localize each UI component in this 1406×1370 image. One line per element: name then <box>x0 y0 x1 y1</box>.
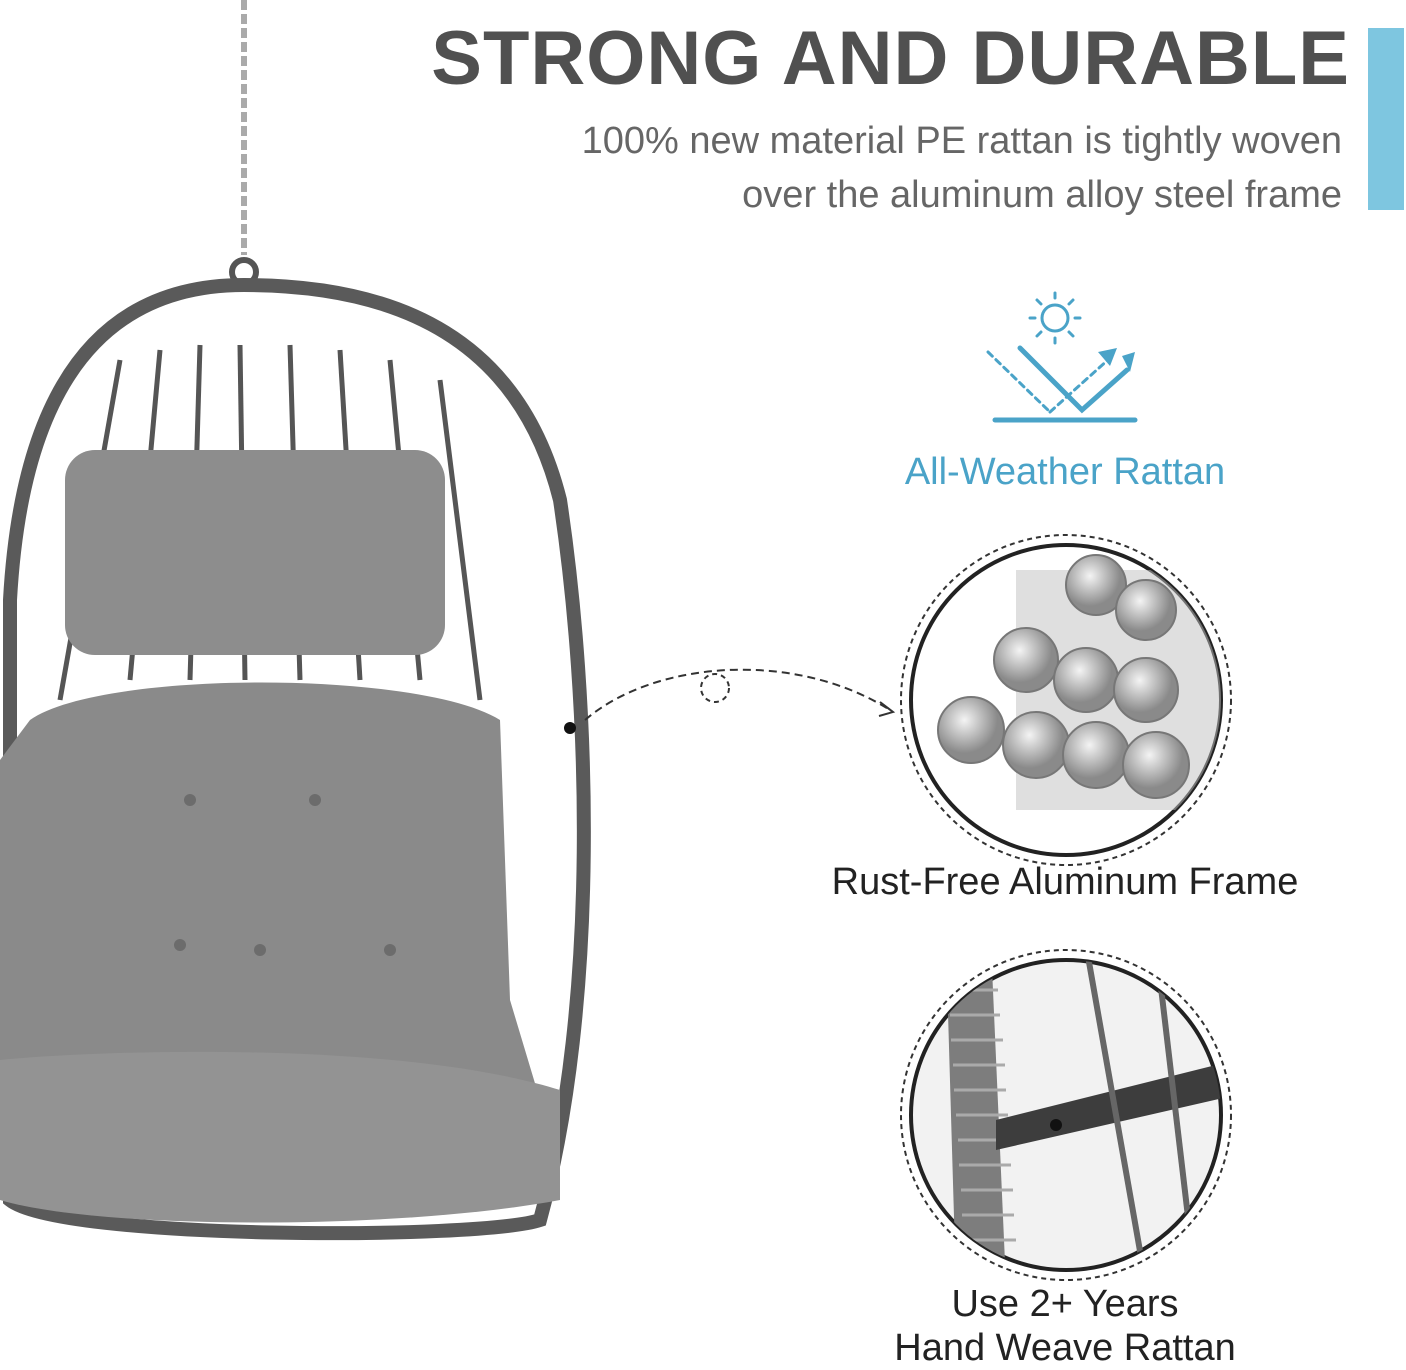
feature-label-use-years: Use 2+ Years <box>951 1283 1179 1325</box>
subtitle-line-2: over the aluminum alloy steel frame <box>742 174 1342 216</box>
subtitle-line-1: 100% new material PE rattan is tightly w… <box>581 120 1342 162</box>
subtitle: 100% new material PE rattan is tightly w… <box>0 114 1342 222</box>
hanging-egg-chair-image <box>0 0 591 1241</box>
woven-rattan-closeup-image <box>900 949 1232 1281</box>
feature-label-hand-weave: Hand Weave Rattan <box>894 1327 1236 1369</box>
feature-label-rust-free: Rust-Free Aluminum Frame <box>831 861 1299 903</box>
aluminum-rods-image <box>900 534 1232 866</box>
accent-bar <box>1368 28 1404 210</box>
callout-connector <box>584 668 896 721</box>
sun-reflection-icon <box>986 291 1138 423</box>
page-title: STRONG AND DURABLE <box>431 16 1350 101</box>
feature-label-all-weather: All-Weather Rattan <box>904 451 1226 493</box>
